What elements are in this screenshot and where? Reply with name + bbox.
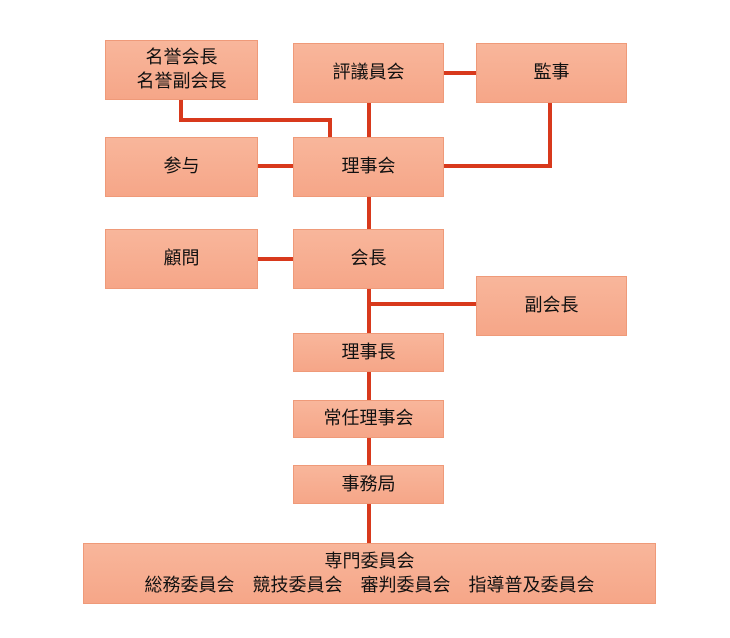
connector-counselor-board — [258, 164, 293, 168]
connector-auditor-board — [444, 164, 552, 168]
secretariat-label: 事務局 — [341, 473, 396, 495]
board-label: 理事会 — [341, 156, 396, 177]
committees-title: 専門委員会 — [324, 550, 415, 572]
connector-advisor-president — [258, 257, 293, 261]
connector-honorary-to-board — [328, 118, 332, 137]
secretariat-box: 事務局 — [293, 465, 444, 504]
counselor-label: 参与 — [163, 156, 200, 177]
president-box: 会長 — [293, 229, 444, 289]
committee-referee: 審判委員会 — [360, 574, 451, 596]
president-label: 会長 — [350, 248, 387, 269]
honorary-box: 名誉会長 名誉副会長 — [105, 40, 258, 100]
connector-council-board — [367, 103, 371, 137]
advisor-label: 顧問 — [163, 248, 200, 269]
council-box: 評議員会 — [293, 43, 444, 103]
connector-president-chairman — [367, 289, 371, 333]
board-box: 理事会 — [293, 137, 444, 197]
connector-council-auditor — [444, 71, 476, 75]
advisor-box: 顧問 — [105, 229, 258, 289]
committee-general-affairs: 総務委員会 — [144, 574, 235, 596]
chairman-box: 理事長 — [293, 333, 444, 372]
connector-secretariat-committees — [367, 504, 371, 543]
committee-competition: 競技委員会 — [252, 574, 343, 596]
connector-honorary-down — [179, 100, 183, 122]
connector-honorary-across — [179, 118, 332, 122]
chairman-label: 理事長 — [341, 341, 396, 363]
connector-auditor-down — [548, 103, 552, 167]
committee-coaching-promotion: 指導普及委員会 — [468, 574, 595, 596]
vice-president-label: 副会長 — [524, 295, 579, 316]
council-label: 評議員会 — [332, 62, 405, 83]
connector-vice-president — [369, 302, 476, 306]
vice-president-box: 副会長 — [476, 276, 627, 336]
honorary-vice-president-label: 名誉副会長 — [136, 71, 227, 92]
executive-board-label: 常任理事会 — [323, 408, 414, 429]
executive-board-box: 常任理事会 — [293, 400, 444, 438]
committees-box: 専門委員会 総務委員会 競技委員会 審判委員会 指導普及委員会 — [83, 543, 656, 604]
honorary-president-label: 名誉会長 — [145, 47, 218, 68]
connector-chairman-executive — [367, 372, 371, 400]
auditor-label: 監事 — [533, 62, 570, 83]
connector-board-president — [367, 197, 371, 229]
connector-executive-secretariat — [367, 438, 371, 465]
committees-list: 総務委員会 競技委員会 審判委員会 指導普及委員会 — [145, 574, 595, 598]
counselor-box: 参与 — [105, 137, 258, 197]
auditor-box: 監事 — [476, 43, 627, 103]
